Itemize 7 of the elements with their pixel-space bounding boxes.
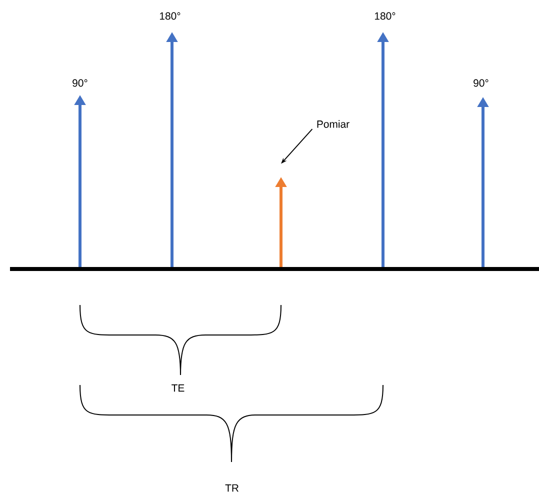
- pulse-label: 90°: [474, 79, 488, 87]
- measurement-label: Pomiar: [317, 120, 350, 128]
- pulse-label: TE: [172, 384, 184, 392]
- pulse-label: 90°: [72, 79, 88, 87]
- pulse-label: TR: [225, 484, 238, 492]
- pulse-label: 180°: [374, 12, 396, 20]
- pulse-label: 180°: [160, 12, 180, 20]
